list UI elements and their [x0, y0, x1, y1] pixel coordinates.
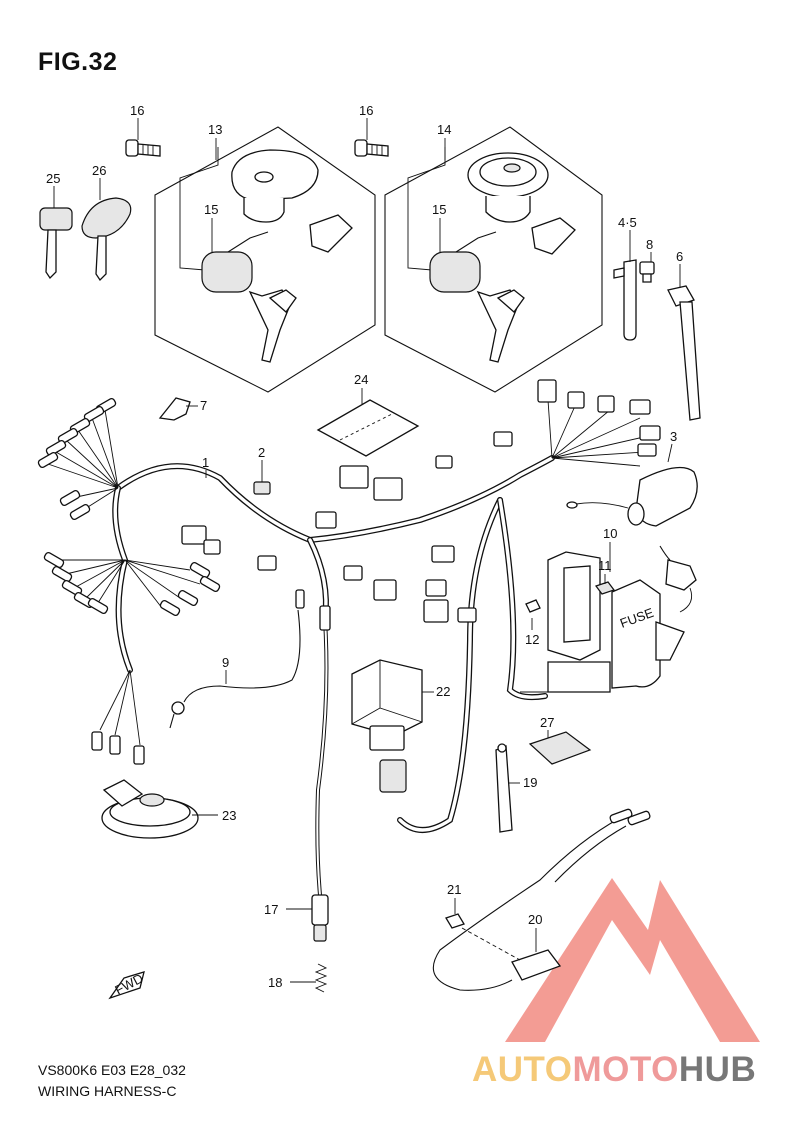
callout-2: 2 — [258, 445, 265, 460]
bolt-16-left-icon — [125, 139, 161, 157]
callout-16b: 16 — [359, 103, 373, 118]
screw-12-icon — [525, 599, 541, 613]
callout-25: 25 — [46, 171, 60, 186]
callout-8: 8 — [646, 237, 653, 252]
lock-set-13 — [154, 126, 376, 393]
callout-6: 6 — [676, 249, 683, 264]
wiring-harness-1 — [37, 379, 661, 897]
callout-14: 14 — [437, 122, 451, 137]
watermark-triangle-icon — [505, 878, 760, 1042]
watermark-hub: HUB — [678, 1050, 757, 1089]
callout-9: 9 — [222, 655, 229, 670]
callout-26: 26 — [92, 163, 106, 178]
callout-17: 17 — [264, 902, 278, 917]
ground-wire-9 — [169, 609, 301, 729]
key-26-icon — [81, 197, 132, 282]
callout-16a: 16 — [130, 103, 144, 118]
capacitor-3-icon — [566, 466, 698, 527]
callout-27: 27 — [540, 715, 554, 730]
callout-18: 18 — [268, 975, 282, 990]
callout-22: 22 — [436, 684, 450, 699]
callout-11: 11 — [598, 558, 612, 573]
relay-22-icon — [351, 659, 423, 793]
cable-tie-6-icon — [667, 285, 701, 421]
switch-17-icon — [311, 894, 329, 942]
figure-name: WIRING HARNESS-C — [38, 1083, 177, 1099]
fwd-arrow-icon: FWD — [108, 971, 146, 1000]
spring-18-icon — [314, 963, 328, 993]
watermark-auto: AUTO — [472, 1050, 573, 1089]
callout-21: 21 — [447, 882, 461, 897]
clip-2-icon — [253, 481, 271, 495]
callout-10: 10 — [603, 526, 617, 541]
callout-15b: 15 — [432, 202, 446, 217]
label-24-icon — [316, 399, 420, 457]
callout-leaders — [53, 118, 681, 983]
watermark-moto: MOTO — [572, 1050, 679, 1089]
callout-12: 12 — [525, 632, 539, 647]
callout-23: 23 — [222, 808, 236, 823]
callout-1: 1 — [202, 455, 209, 470]
watermark-wordmark: AUTOMOTOHUB — [472, 1050, 756, 1090]
fwd-text: FWD — [112, 971, 145, 998]
plate-27-icon — [528, 731, 592, 765]
bolt-16-right-icon — [354, 139, 389, 157]
lock-set-14 — [384, 126, 603, 393]
callout-15a: 15 — [204, 202, 218, 217]
sensor-connector-icon — [659, 545, 697, 613]
horn-23-icon — [101, 779, 199, 839]
fuse-11-icon — [595, 581, 615, 595]
callout-7: 7 — [200, 398, 207, 413]
key-25-icon — [39, 207, 73, 280]
callout-24: 24 — [354, 372, 368, 387]
clamp-4-5-icon — [613, 259, 637, 341]
bracket-19-icon — [495, 743, 513, 833]
callout-3: 3 — [670, 429, 677, 444]
figure-code: VS800K6 E03 E28_032 — [38, 1062, 186, 1078]
screw-21-icon — [445, 913, 465, 929]
callout-labels: 16 16 13 14 15 15 25 26 4·5 8 6 7 24 2 1… — [46, 103, 683, 990]
callout-4-5: 4·5 — [618, 215, 637, 230]
bracket-7-icon — [158, 397, 191, 421]
figure-title: FIG.32 — [38, 48, 118, 76]
switch-20-icon — [432, 808, 651, 991]
bolt-8-icon — [639, 261, 655, 283]
callout-13: 13 — [208, 122, 222, 137]
fuse-box-10: FUSE — [520, 551, 685, 693]
callout-20: 20 — [528, 912, 542, 927]
callout-19: 19 — [523, 775, 537, 790]
